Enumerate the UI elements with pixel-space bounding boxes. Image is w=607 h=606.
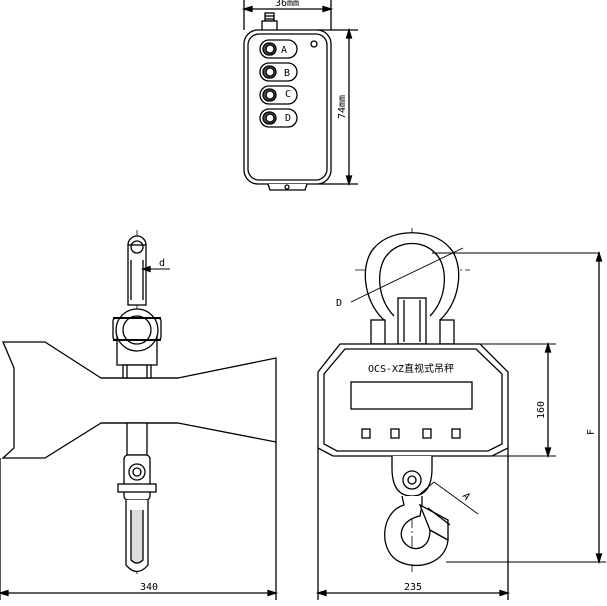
remote-body-inner [247, 33, 328, 181]
front-shackle [364, 232, 460, 345]
front-shackle-label: D [336, 298, 342, 309]
front-display-height-label: 160 [536, 401, 547, 419]
remote-height-label: 74mm [337, 95, 348, 119]
front-key-4[interactable] [451, 428, 461, 439]
remote-button-d-label: D [285, 113, 291, 124]
front-key-3[interactable] [422, 428, 432, 439]
remote-height-dimension: 74mm [318, 27, 358, 187]
side-shackle: d [127, 235, 170, 306]
remote-width-dimension: 36mm [241, 0, 334, 30]
front-hook-label: A [460, 491, 472, 503]
front-overall-height-label: F [586, 429, 597, 435]
remote-button-a-label: A [281, 45, 287, 56]
remote-control: 36mm A B C [241, 0, 358, 191]
front-key-2[interactable] [390, 428, 400, 439]
remote-hang-tab [267, 183, 308, 191]
remote-button-c[interactable]: C [259, 85, 298, 105]
front-width-dimension: 235 [315, 448, 511, 600]
front-housing: OCS-XZ直视式吊秤 [317, 343, 509, 457]
front-shackle-dimension: D [336, 247, 600, 309]
side-hook-assembly [117, 422, 157, 573]
front-overall-height-dimension: F [446, 250, 606, 565]
front-hook: A [384, 456, 479, 567]
front-width-label: 235 [404, 582, 422, 593]
side-view: d [0, 230, 279, 600]
remote-button-a[interactable]: A [259, 39, 298, 59]
side-hook-diameter-label: d [159, 258, 165, 269]
remote-button-b-label: B [284, 68, 290, 79]
remote-led-icon [310, 40, 318, 48]
remote-width-label: 36mm [275, 0, 299, 9]
front-view: D OCS-XZ直视式吊秤 A [315, 228, 606, 600]
side-pin-ring [112, 308, 162, 366]
remote-button-b[interactable]: B [259, 62, 298, 82]
side-width-label: 340 [140, 582, 158, 593]
front-display-height-dimension: 160 [480, 341, 556, 459]
remote-knob [261, 12, 278, 32]
remote-button-d[interactable]: D [259, 108, 298, 128]
side-width-dimension: 340 [0, 442, 279, 600]
front-model-label: OCS-XZ直视式吊秤 [368, 362, 454, 375]
side-scale-body [1, 341, 277, 459]
front-display-window [350, 381, 473, 410]
remote-button-c-label: C [285, 89, 291, 100]
front-key-1[interactable] [361, 428, 371, 439]
